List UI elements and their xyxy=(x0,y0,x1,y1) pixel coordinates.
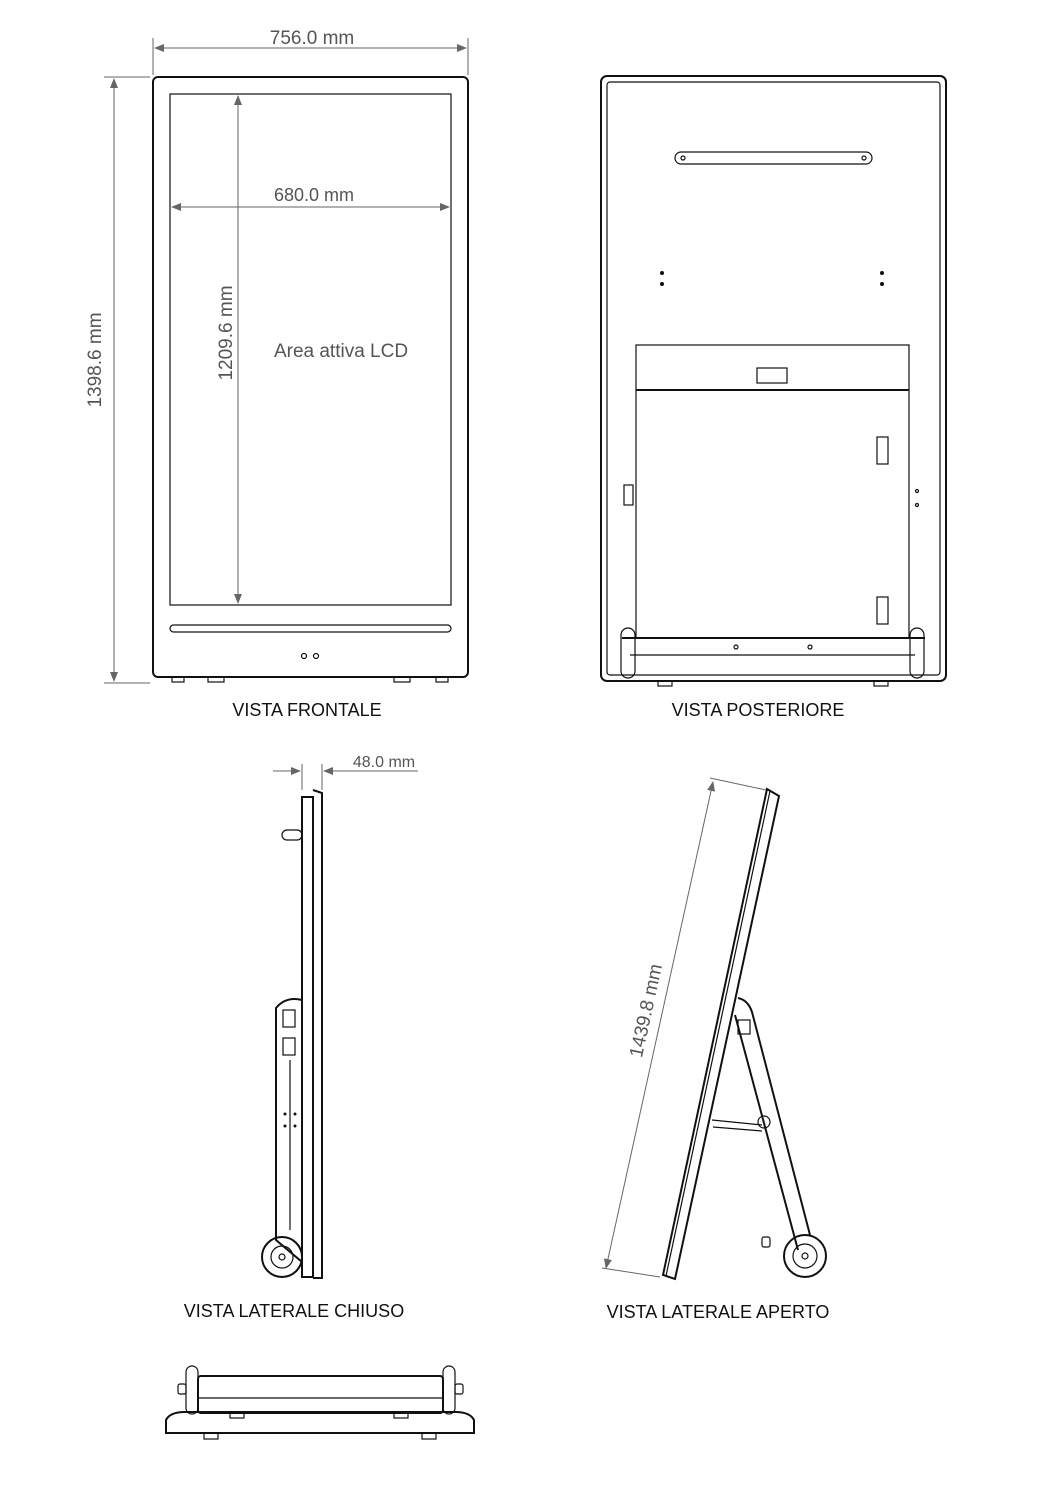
diagonal-dimension-label: 1439.8 mm xyxy=(626,962,667,1059)
side-closed-view: 48.0 mm VISTA LATERALE CHIUSO xyxy=(184,754,418,1321)
side-open-title: VISTA LATERALE APERTO xyxy=(607,1302,830,1322)
stand-latch xyxy=(756,367,788,384)
side-closed-title: VISTA LATERALE CHIUSO xyxy=(184,1301,404,1321)
lcd-area-label: Area attiva LCD xyxy=(274,341,408,362)
back-frame xyxy=(600,75,947,682)
front-bottom-bar xyxy=(169,624,452,633)
right-wheel xyxy=(909,627,925,679)
open-wheel xyxy=(783,1234,827,1278)
height-dimension-label: 1398.6 mm xyxy=(85,312,106,407)
front-view-title: VISTA FRONTALE xyxy=(232,700,381,720)
open-panel xyxy=(661,787,781,1281)
top-handle xyxy=(674,151,873,165)
lcd-active-area xyxy=(169,93,452,606)
lcd-width-dimension-label: 680.0 mm xyxy=(274,185,354,205)
top-base xyxy=(165,1411,475,1434)
front-view: 756.0 mm 1398.6 mm 680.0 mm 1209.6 mm Ar… xyxy=(85,28,469,720)
sensor-dot xyxy=(300,652,308,660)
stand-box xyxy=(635,344,910,639)
width-dimension-label: 756.0 mm xyxy=(270,28,354,49)
closed-wheel xyxy=(261,1236,303,1278)
top-body xyxy=(197,1375,444,1414)
closed-panel xyxy=(301,796,314,1278)
side-open-view: 1439.8 mm VISTA LATERALE APERTO xyxy=(601,777,830,1322)
top-view xyxy=(165,1365,475,1440)
left-wheel xyxy=(620,627,636,679)
back-view: VISTA POSTERIORE xyxy=(600,75,947,720)
back-view-title: VISTA POSTERIORE xyxy=(672,700,845,720)
diagonal-dimension-line xyxy=(604,781,715,1269)
front-frame xyxy=(152,76,469,678)
lcd-height-dimension-label: 1209.6 mm xyxy=(216,285,237,380)
sensor-dot xyxy=(312,652,320,660)
depth-dimension-label: 48.0 mm xyxy=(353,754,415,771)
